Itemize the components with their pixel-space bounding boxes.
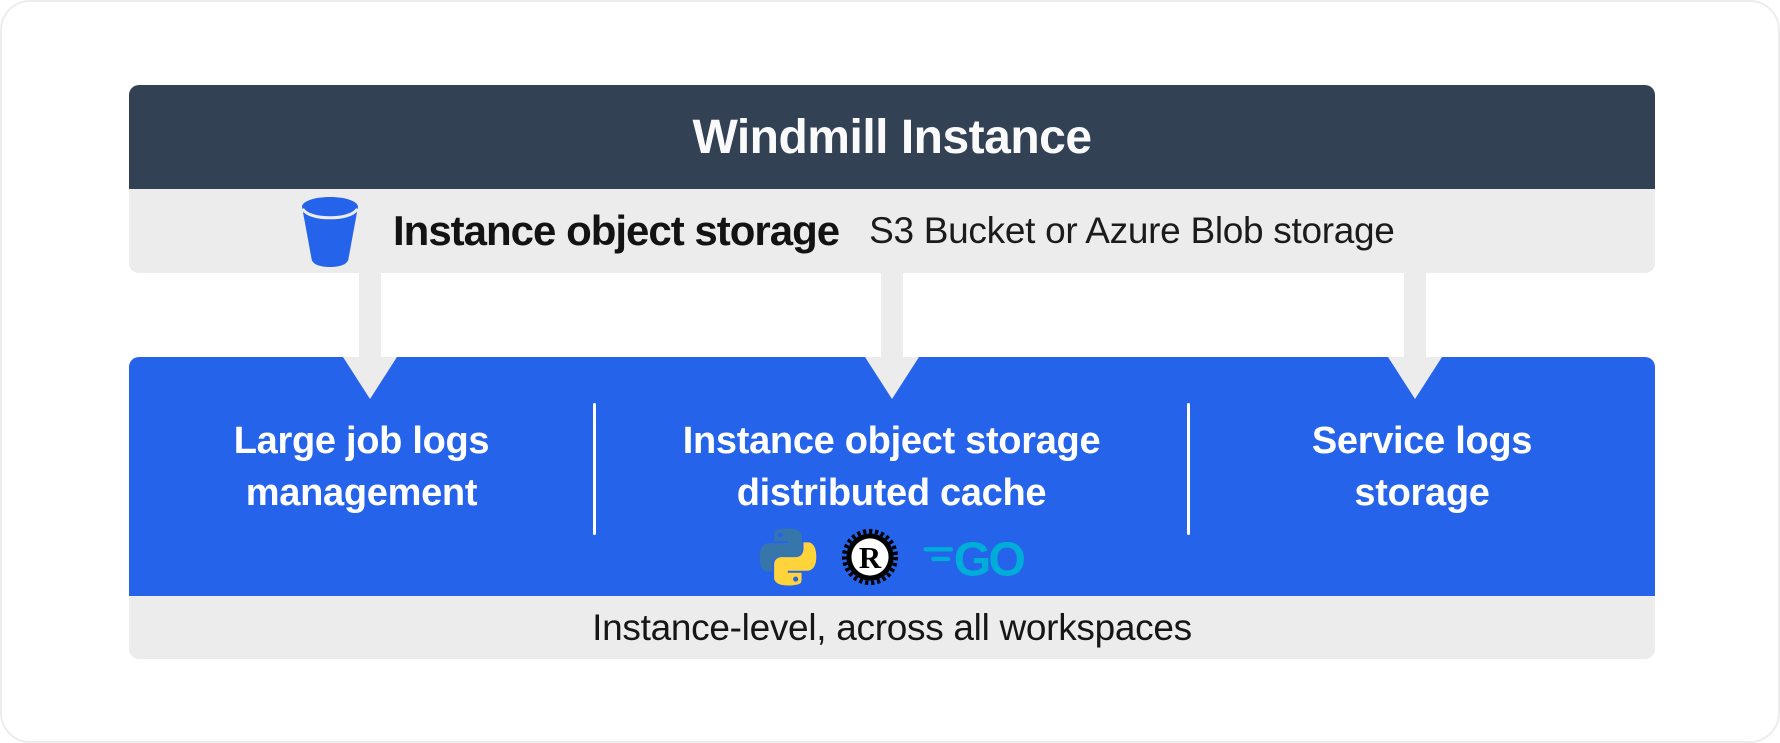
arrow-down-icon-left (343, 357, 397, 399)
svg-text:GO: GO (953, 532, 1024, 585)
features-panel: Large job logs management Instance objec… (129, 357, 1655, 659)
connector-pipe-right (1404, 260, 1426, 359)
section-divider (593, 403, 596, 535)
arrow-down-icon-middle (865, 357, 919, 399)
python-icon (759, 528, 816, 586)
rust-icon: R (841, 528, 898, 586)
page-title: Windmill Instance (692, 110, 1092, 164)
arrow-down-icon-right (1388, 357, 1442, 399)
footer-label: Instance-level, across all workspaces (592, 606, 1192, 648)
bucket-icon (301, 196, 359, 267)
feature-service-logs: Service logs storage (1189, 357, 1655, 596)
header-bar: Windmill Instance (129, 85, 1655, 189)
storage-title: Instance object storage (393, 207, 840, 254)
storage-subtitle: S3 Bucket or Azure Blob storage (869, 210, 1395, 251)
connector-pipe-left (359, 260, 381, 359)
language-icon-row: R GO (759, 527, 1025, 587)
windmill-instance-panel: Windmill Instance Instance object storag… (129, 85, 1655, 273)
feature-large-job-logs: Large job logs management (129, 357, 594, 596)
instance-object-storage-bar: Instance object storage S3 Bucket or Azu… (129, 189, 1655, 273)
go-icon: GO (923, 532, 1025, 585)
feature-title-line: management (245, 472, 478, 514)
svg-text:R: R (858, 541, 881, 575)
feature-title-line: Large job logs (233, 420, 490, 462)
feature-title: Large job logs management (234, 415, 490, 519)
feature-title-line: Service logs (1311, 420, 1533, 462)
feature-title-line: distributed cache (736, 472, 1047, 514)
feature-distributed-cache: Instance object storage distributed cach… (594, 357, 1189, 596)
feature-title-line: storage (1354, 472, 1490, 514)
section-divider (1187, 403, 1190, 535)
footer-bar: Instance-level, across all workspaces (129, 596, 1655, 659)
feature-title: Service logs storage (1311, 415, 1533, 519)
feature-title-line: Instance object storage (682, 420, 1101, 462)
feature-title: Instance object storage distributed cach… (683, 415, 1101, 519)
connector-pipe-middle (881, 260, 903, 359)
